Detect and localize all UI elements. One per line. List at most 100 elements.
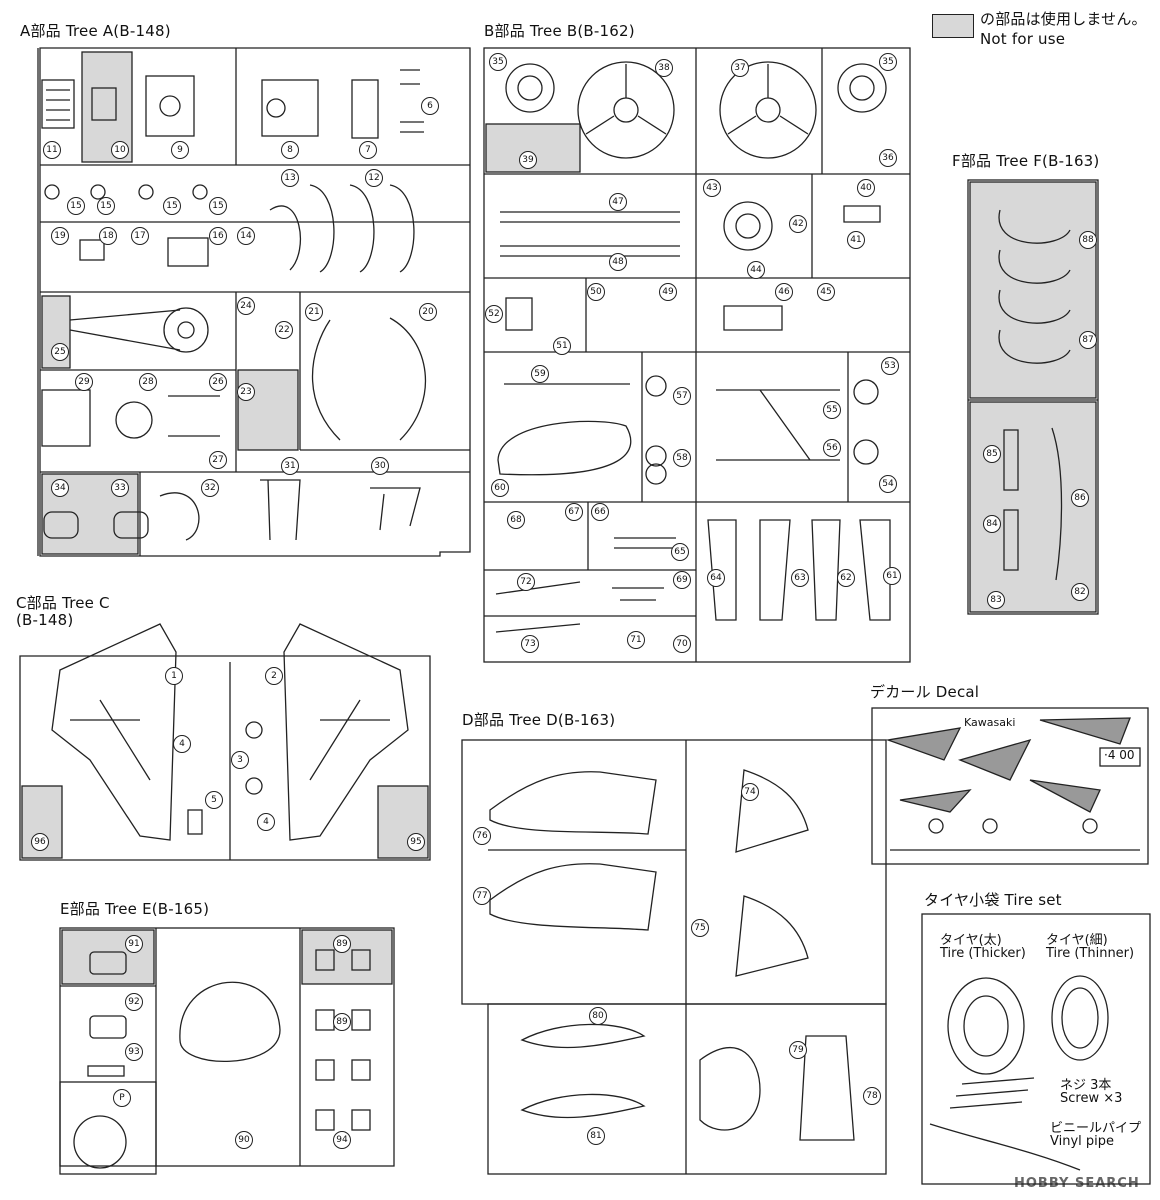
part-number-b-35: 35 (489, 53, 507, 71)
decal-title: デカール Decal (870, 683, 980, 701)
part-number-a-34: 34 (51, 479, 69, 497)
part-number-b-52: 52 (485, 305, 503, 323)
tree-b-seat (497, 383, 632, 476)
part-number-a-23: 23 (237, 383, 255, 401)
part-number-b-38: 38 (655, 59, 673, 77)
part-number-a-21: 21 (305, 303, 323, 321)
part-number-a-15: 15 (67, 197, 85, 215)
pipe-en: Vinyl pipe (1050, 1134, 1115, 1149)
part-number-b-59: 59 (531, 365, 549, 383)
part-number-c-1: 1 (165, 667, 183, 685)
tree-a-part-16 (167, 237, 209, 267)
tree-d-title: D部品 Tree D(B-163) (462, 711, 616, 729)
tree-c-subtitle: (B-148) (16, 611, 74, 629)
tree-b-wheels (505, 61, 887, 251)
part-number-a-25: 25 (51, 343, 69, 361)
tree-a-title: A部品 Tree A(B-148) (20, 22, 171, 40)
tire-set-box (921, 913, 1151, 1185)
not-for-use-swatch (932, 14, 974, 38)
decal-number: ·4 00 (1104, 748, 1135, 762)
part-number-d-78: 78 (863, 1087, 881, 1105)
part-number-b-65: 65 (671, 543, 689, 561)
part-number-e-92: 92 (125, 993, 143, 1011)
tree-a-frame-rails (311, 317, 427, 441)
tree-a-pipes (269, 184, 415, 273)
part-number-b-64: 64 (707, 569, 725, 587)
tree-b-title: B部品 Tree B(B-162) (484, 22, 635, 40)
tree-f-unused-upper (969, 181, 1097, 399)
legend-en: Not for use (980, 30, 1066, 48)
tree-f-unused-lower (969, 401, 1097, 613)
part-number-f-84: 84 (983, 515, 1001, 533)
part-number-a-11: 11 (43, 141, 61, 159)
tree-a-stand (159, 479, 421, 541)
part-number-b-68: 68 (507, 511, 525, 529)
part-number-e-89: 89 (333, 935, 351, 953)
part-number-d-76: 76 (473, 827, 491, 845)
tree-f-pipes (998, 209, 1071, 581)
tire-thick-jp: タイヤ(太) (940, 933, 1002, 948)
part-number-a-18: 18 (99, 227, 117, 245)
part-number-e-P: P (113, 1089, 131, 1107)
part-number-b-62: 62 (837, 569, 855, 587)
part-number-a-8: 8 (281, 141, 299, 159)
part-number-b-36: 36 (879, 149, 897, 167)
part-number-a-13: 13 (281, 169, 299, 187)
part-number-f-88: 88 (1079, 231, 1097, 249)
part-number-b-63: 63 (791, 569, 809, 587)
part-number-c-96: 96 (31, 833, 49, 851)
tree-a-fork-parts (44, 184, 208, 200)
tree-c-frame (19, 655, 431, 861)
part-number-c-2: 2 (265, 667, 283, 685)
part-number-e-93: 93 (125, 1043, 143, 1061)
tree-e-title: E部品 Tree E(B-165) (60, 900, 210, 918)
tree-b-small-parts (495, 205, 881, 633)
part-number-b-39: 39 (519, 151, 537, 169)
part-number-b-58: 58 (673, 449, 691, 467)
part-number-e-90: 90 (235, 1131, 253, 1149)
part-number-b-45: 45 (817, 283, 835, 301)
tire-thin-en: Tire (Thinner) (1046, 946, 1135, 961)
part-number-d-81: 81 (587, 1127, 605, 1145)
part-number-a-15: 15 (163, 197, 181, 215)
decal-sheet (871, 707, 1149, 865)
part-number-d-79: 79 (789, 1041, 807, 1059)
part-number-b-48: 48 (609, 253, 627, 271)
pipe-jp: ビニールパイプ (1050, 1121, 1142, 1136)
part-number-a-27: 27 (209, 451, 227, 469)
screw-en: Screw ×3 (1060, 1091, 1123, 1106)
part-number-a-32: 32 (201, 479, 219, 497)
tire-set-title: タイヤ小袋 Tire set (924, 891, 1062, 909)
tree-c-small-parts (187, 721, 263, 835)
part-number-a-15: 15 (209, 197, 227, 215)
part-number-b-66: 66 (591, 503, 609, 521)
tree-a-unused-23 (237, 369, 299, 451)
part-number-f-82: 82 (1071, 583, 1089, 601)
tire-thick-en: Tire (Thicker) (940, 946, 1026, 961)
tree-a-part-18 (79, 239, 105, 261)
part-number-a-26: 26 (209, 373, 227, 391)
part-number-c-5: 5 (205, 791, 223, 809)
part-number-b-57: 57 (673, 387, 691, 405)
part-number-e-91: 91 (125, 935, 143, 953)
part-number-b-47: 47 (609, 193, 627, 211)
part-number-c-4: 4 (173, 735, 191, 753)
part-number-d-74: 74 (741, 783, 759, 801)
tree-f-title: F部品 Tree F(B-163) (952, 152, 1100, 170)
part-number-b-41: 41 (847, 231, 865, 249)
tree-c-main-frame-right (283, 623, 409, 841)
part-number-f-85: 85 (983, 445, 1001, 463)
part-number-a-6: 6 (421, 97, 439, 115)
screw-jp: ネジ 3本 (1060, 1078, 1112, 1093)
part-number-b-72: 72 (517, 573, 535, 591)
part-number-a-16: 16 (209, 227, 227, 245)
part-number-f-83: 83 (987, 591, 1005, 609)
part-number-f-87: 87 (1079, 331, 1097, 349)
part-number-b-43: 43 (703, 179, 721, 197)
tree-d-frame (461, 739, 887, 1175)
part-number-a-33: 33 (111, 479, 129, 497)
part-number-b-61: 61 (883, 567, 901, 585)
part-number-c-4: 4 (257, 813, 275, 831)
part-number-b-51: 51 (553, 337, 571, 355)
part-number-a-15: 15 (97, 197, 115, 215)
